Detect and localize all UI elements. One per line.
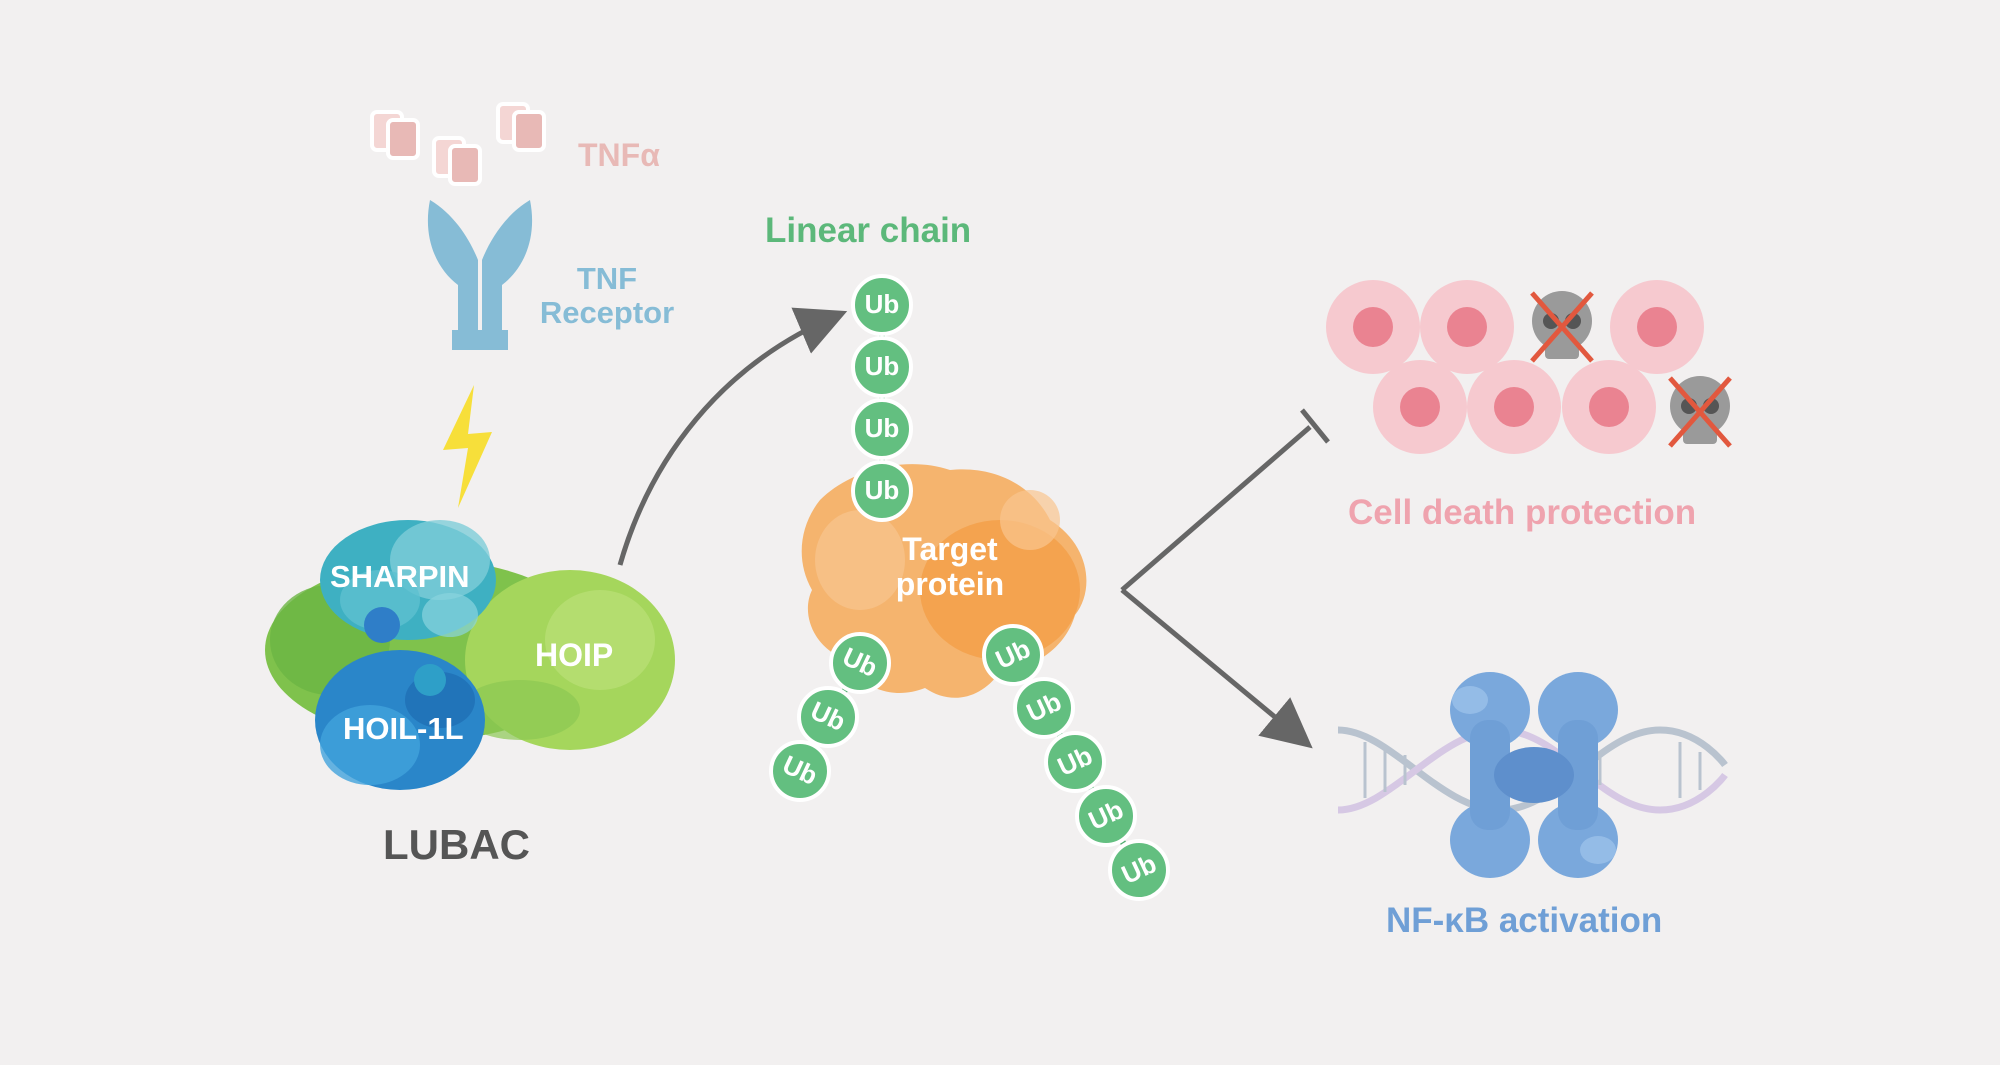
ub-bead <box>1108 839 1170 901</box>
cell <box>1326 280 1420 374</box>
ub-label: Ub <box>864 351 900 381</box>
hoip-label: HOIP <box>535 637 614 673</box>
cell <box>1420 280 1514 374</box>
ub-bead <box>851 336 913 398</box>
linear-ub-chain <box>851 274 913 522</box>
left-ub-chain <box>769 632 891 802</box>
ub-bead <box>851 274 913 336</box>
target-protein-label: Target protein <box>880 531 1020 603</box>
nfkb-dimer <box>1450 672 1618 878</box>
ub-bead <box>829 632 891 694</box>
sharpin-subunit <box>320 520 496 640</box>
inhibition-arrow <box>1120 425 1312 592</box>
ub-bead <box>982 624 1044 686</box>
ub-bead <box>769 740 831 802</box>
tnf-alpha-molecules <box>370 102 546 186</box>
ub-bead <box>1044 731 1106 793</box>
ub-bead <box>851 460 913 522</box>
ub-bead <box>1013 677 1075 739</box>
lightning-bolt-icon <box>443 385 492 508</box>
activation-arrow <box>1120 588 1313 749</box>
cell <box>1373 360 1467 454</box>
ub-bead <box>851 398 913 460</box>
ub-bead <box>797 686 859 748</box>
ubiquitin-chains <box>769 274 1170 901</box>
hoil-subunit <box>315 607 485 790</box>
ub-label: Ub <box>864 475 900 505</box>
outcome-arrows <box>1120 408 1330 749</box>
cell-death-protection-label: Cell death protection <box>1348 493 1697 532</box>
target-protein-label-line1: Target <box>902 531 998 567</box>
dead-cell-skull-icon <box>1668 376 1732 448</box>
tnf-alpha-molecule <box>496 102 546 152</box>
inhibition-bar <box>1300 408 1330 444</box>
right-ub-chain <box>982 624 1170 901</box>
cell <box>1562 360 1656 454</box>
cell <box>1610 280 1704 374</box>
dead-cell-skull-icon <box>1530 291 1594 363</box>
cell-group <box>1326 280 1732 454</box>
tnf-alpha-molecule <box>370 110 420 160</box>
cell <box>1467 360 1561 454</box>
lubac-label: LUBAC <box>383 821 530 868</box>
tnf-receptor-label-line1: TNF <box>576 261 638 296</box>
tnf-receptor-label: TNF Receptor <box>532 261 682 331</box>
tnf-receptor-label-line2: Receptor <box>539 295 675 331</box>
tnf-alpha-label: TNFα <box>578 137 660 173</box>
lubac-complex <box>265 520 675 790</box>
nfkb-activation-label: NF-κB activation <box>1386 901 1663 940</box>
ub-label: Ub <box>864 413 900 443</box>
ubiquitination-arrow <box>617 307 848 566</box>
tnf-receptor <box>427 200 533 350</box>
ub-bead <box>1075 785 1137 847</box>
linear-chain-label: Linear chain <box>765 211 972 250</box>
sharpin-label: SHARPIN <box>330 559 470 594</box>
hoil-label: HOIL-1L <box>343 711 464 746</box>
target-protein-label-line2: protein <box>895 566 1005 603</box>
tnf-alpha-molecule <box>432 136 482 186</box>
ub-label: Ub <box>864 289 900 319</box>
